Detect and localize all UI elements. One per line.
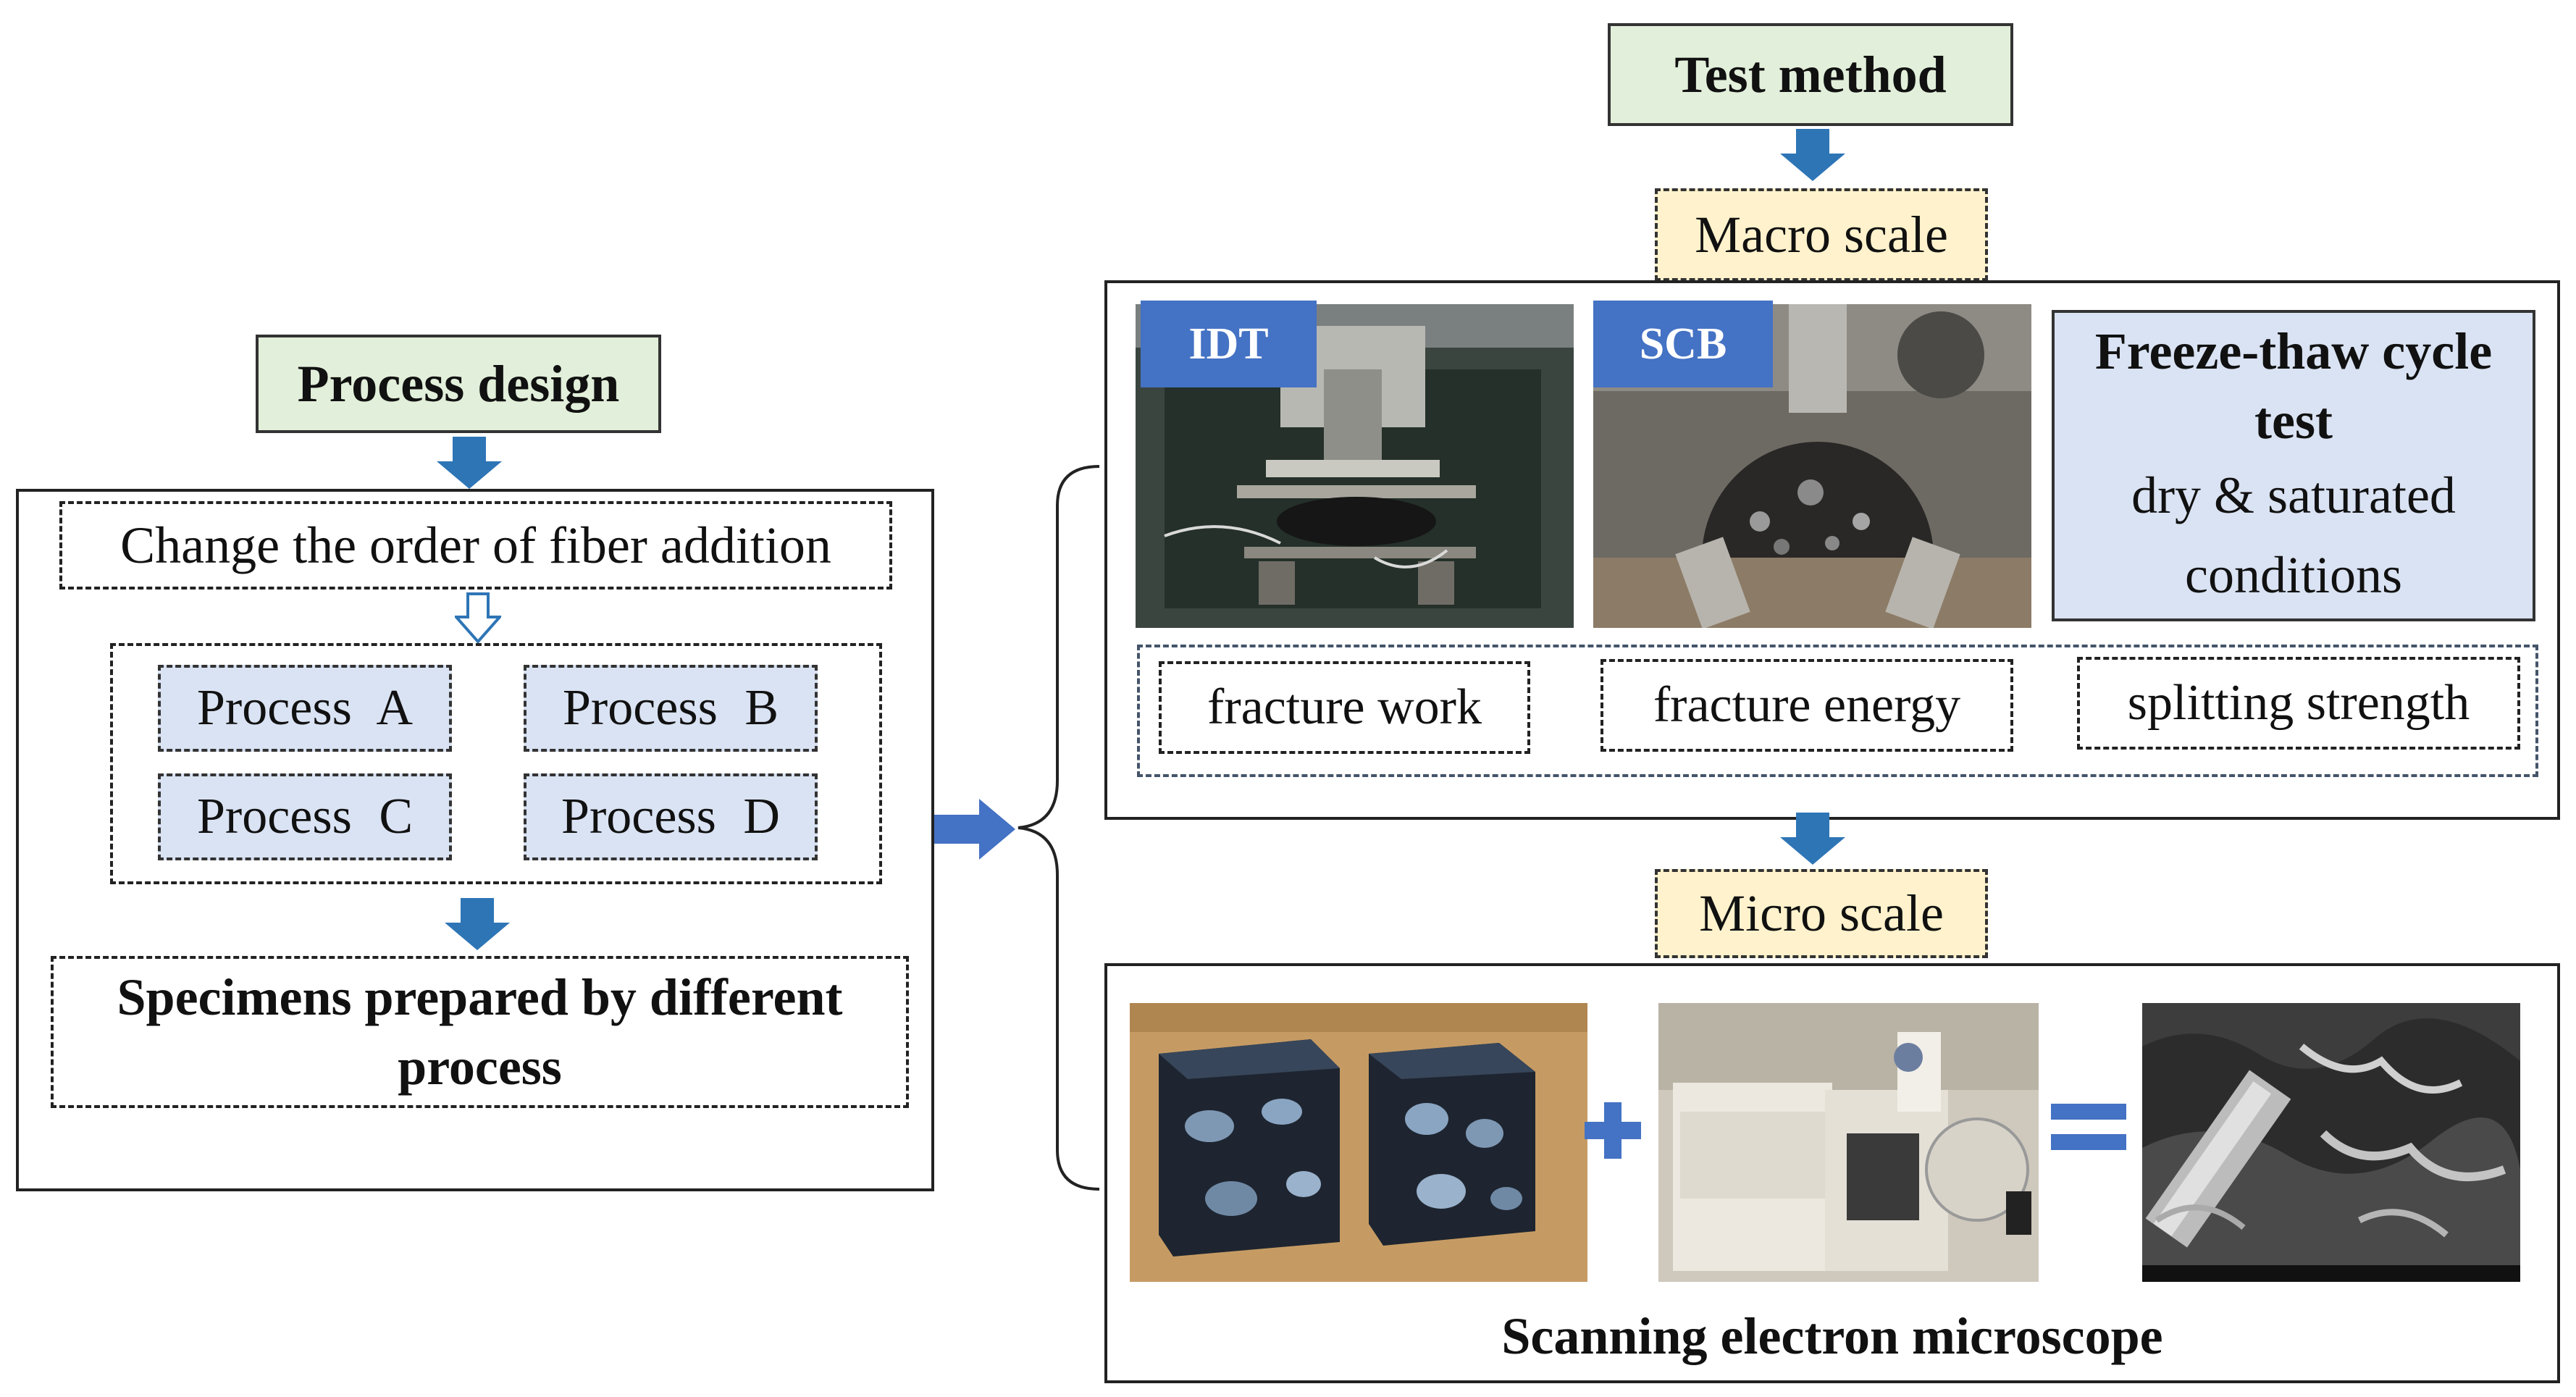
fracture-energy-text: fracture energy <box>1653 677 1961 733</box>
process-design-frame <box>16 489 934 1191</box>
process-a-label: Process A <box>196 680 414 736</box>
micro-scale-label: Micro scale <box>1655 869 1988 958</box>
arrow-down-icon <box>1780 813 1845 865</box>
macro-scale-text: Macro scale <box>1695 205 1948 264</box>
arrow-down-icon <box>437 437 502 489</box>
arrow-right-icon <box>934 799 1015 860</box>
fracture-energy-box: fracture energy <box>1600 659 2013 752</box>
specimen-cubes-photo <box>1130 1003 1587 1282</box>
specimens-box: Specimens prepared by different process <box>51 956 909 1108</box>
change-order-text: Change the order of fiber addition <box>120 516 831 574</box>
process-c-label: Process C <box>196 789 414 844</box>
arrow-down-icon <box>1780 129 1845 181</box>
scb-tag: SCB <box>1593 301 1773 387</box>
change-order-box: Change the order of fiber addition <box>59 501 892 590</box>
metrics-frame <box>1137 645 2538 777</box>
freeze-thaw-title: Freeze-thaw cycle test <box>2094 322 2493 450</box>
process-group-frame <box>110 643 882 884</box>
arrow-down-icon <box>445 898 510 950</box>
macro-scale-label: Macro scale <box>1655 188 1988 281</box>
idt-tag-text: IDT <box>1188 319 1269 369</box>
process-d-label: Process D <box>561 789 780 844</box>
freeze-thaw-subtitle: dry & saturated conditions <box>2131 466 2456 604</box>
idt-tag: IDT <box>1141 301 1317 387</box>
splitting-strength-box: splitting strength <box>2077 657 2520 750</box>
scb-tag-text: SCB <box>1639 319 1727 369</box>
freeze-thaw-box: Freeze-thaw cycle test dry & saturated c… <box>2052 310 2535 621</box>
sem-micrograph-image <box>2142 1003 2520 1282</box>
process-b-label: Process B <box>562 680 779 736</box>
process-a-box: Process A <box>158 665 452 752</box>
hollow-arrow-down-icon <box>455 592 501 643</box>
process-d-box: Process D <box>524 773 818 860</box>
test-method-title: Test method <box>1608 23 2013 126</box>
process-c-box: Process C <box>158 773 452 860</box>
sem-machine-photo <box>1658 1003 2039 1282</box>
idt-photo <box>1136 304 1574 628</box>
sem-caption-text: Scanning electron microscope <box>1501 1306 2163 1365</box>
macro-frame <box>1104 280 2560 820</box>
micro-frame <box>1104 963 2560 1383</box>
specimen-cubes-image <box>1130 1003 1587 1282</box>
micro-scale-text: Micro scale <box>1699 884 1944 942</box>
sem-machine-image <box>1658 1003 2039 1282</box>
plus-icon <box>1585 1102 1641 1159</box>
process-design-title-text: Process design <box>297 354 620 413</box>
sem-micrograph <box>2142 1003 2520 1282</box>
equals-icon <box>2051 1104 2126 1150</box>
fracture-work-box: fracture work <box>1159 661 1530 754</box>
idt-test-image <box>1136 304 1574 628</box>
process-b-box: Process B <box>524 665 818 752</box>
fracture-work-text: fracture work <box>1207 679 1482 735</box>
test-method-title-text: Test method <box>1674 45 1947 104</box>
splitting-strength-text: splitting strength <box>2127 675 2470 731</box>
process-design-title: Process design <box>256 335 661 433</box>
curly-brace <box>1018 465 1100 1191</box>
sem-caption: Scanning electron microscope <box>1104 1296 2560 1376</box>
specimens-text: Specimens prepared by different process <box>117 968 843 1096</box>
